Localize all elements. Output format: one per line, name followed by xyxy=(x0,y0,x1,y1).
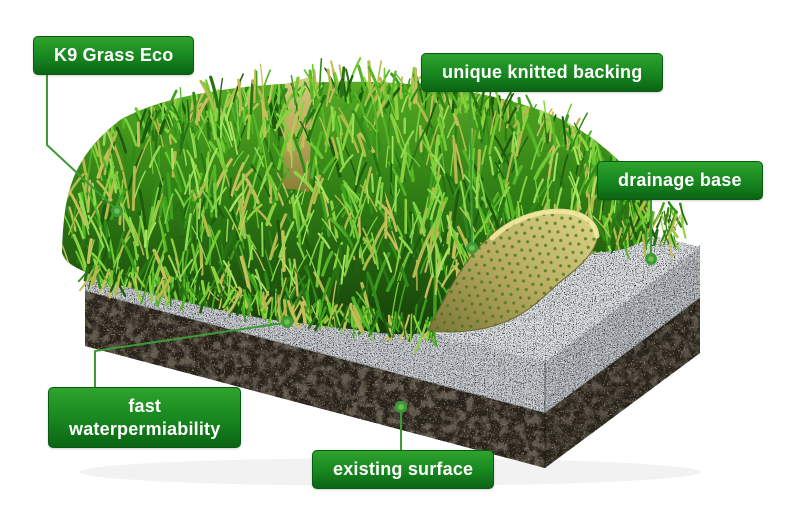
callout-drainage-base-label: drainage base xyxy=(618,170,742,190)
callout-fast-label: fast xyxy=(128,396,162,416)
grass-fringe-top xyxy=(115,57,593,158)
callout-existing-surface-label: existing surface xyxy=(333,459,474,479)
grass-fringe-right xyxy=(602,200,688,259)
dot-k9-grass-eco xyxy=(111,205,123,217)
connectors xyxy=(46,69,652,451)
dot-knitted-backing xyxy=(466,242,478,254)
flap-highlight-edge xyxy=(489,208,600,241)
connector-k9-grass-eco xyxy=(46,69,118,211)
dot-existing-surface xyxy=(395,401,407,413)
dot-drainage-base xyxy=(645,253,657,265)
knitted-backing-flap xyxy=(427,208,600,333)
callout-unique-knitted-backing-label: unique knitted backing xyxy=(442,62,643,82)
connector-knitted-backing xyxy=(469,87,473,247)
callout-fast-waterpermiability: fast waterpermiability xyxy=(48,387,242,448)
callout-drainage-base: drainage base xyxy=(597,161,763,200)
connector-dots xyxy=(111,205,657,413)
dot-waterpermiability xyxy=(281,316,293,328)
callout-k9-grass-eco: K9 Grass Eco xyxy=(33,36,195,75)
callout-existing-surface: existing surface xyxy=(312,450,495,489)
grass-fringe-front xyxy=(77,263,438,354)
callout-unique-knitted-backing: unique knitted backing xyxy=(421,53,664,92)
callout-waterpermiability-label: waterpermiability xyxy=(69,418,221,439)
callout-k9-grass-eco-label: K9 Grass Eco xyxy=(54,45,174,65)
connector-waterpermiability xyxy=(94,322,285,389)
